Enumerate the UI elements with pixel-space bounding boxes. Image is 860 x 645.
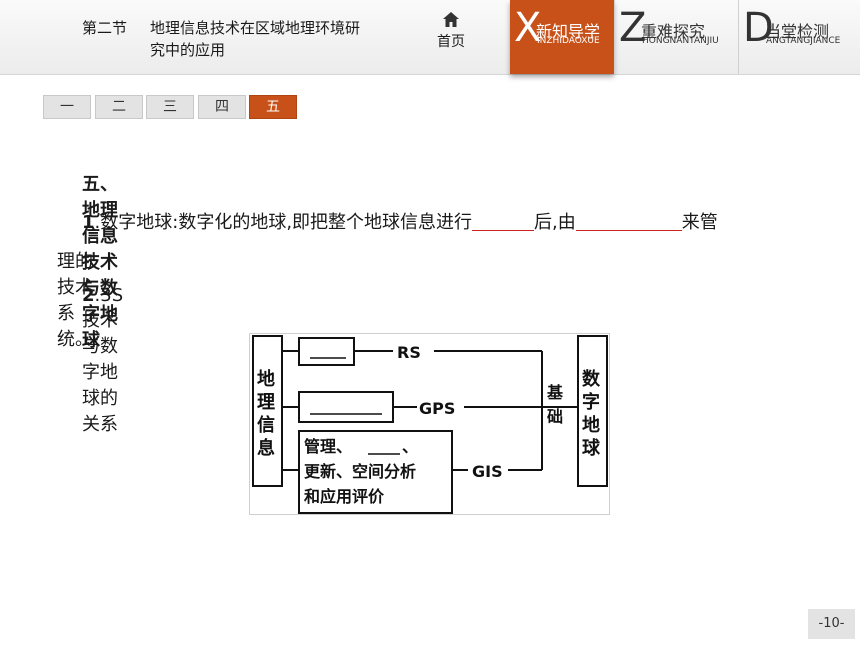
tab-new-knowledge[interactable]: X 新知导学 INZHIDAOXUE	[510, 0, 614, 74]
tab-label: 当堂检测	[765, 22, 830, 41]
section-tab-4[interactable]: 四	[198, 95, 246, 119]
left-box	[252, 335, 283, 487]
home-button[interactable]: 首页	[423, 8, 479, 68]
basis-label-1: 基	[546, 383, 564, 402]
tab-letter: D	[743, 5, 774, 51]
tab-key-difficulties[interactable]: Z 重难探究 HONGNANTANJIU	[614, 0, 738, 74]
tab-label: 重难探究	[641, 22, 706, 41]
left-label-1: 地	[257, 368, 275, 390]
item-1-line-1: 1.数字地球:数字化的地球,即把整个地球信息进行 后,由 来管	[82, 208, 718, 234]
fill-blank-1	[472, 212, 535, 231]
gis-label: GIS	[472, 462, 503, 481]
gps-box	[298, 391, 394, 423]
rs-box	[298, 337, 355, 366]
page-number: -10-	[808, 609, 855, 639]
right-label-2: 字	[582, 391, 600, 413]
left-label-4: 息	[257, 437, 275, 459]
item-1-text-c: 来管	[681, 212, 718, 233]
fill-blank-2	[575, 212, 682, 231]
section-tab-1[interactable]: 一	[43, 95, 91, 119]
tab-letter: X	[514, 5, 542, 51]
gis-box-line-1b: 、	[402, 437, 418, 456]
right-label-4: 球	[582, 438, 601, 459]
tab-pinyin: ANGTANGJIANCE	[766, 36, 841, 46]
left-label-2: 理	[257, 392, 275, 413]
item-1-text-a: .数字地球:数字化的地球,即把整个地球信息进行	[94, 212, 473, 233]
content-heading: 五、地理信息技术与数字地球	[82, 174, 118, 351]
home-label: 首页	[437, 34, 465, 50]
diagram-svg: 地 理 信 息 数 字 地 球 基 础 RS GPS GIS 管理、 、 更新、…	[252, 335, 608, 514]
gps-label: GPS	[419, 399, 455, 418]
item-2-text: .3S技术与数字地球的关系	[82, 285, 124, 435]
gis-box-line-3: 和应用评价	[304, 487, 385, 506]
tab-pinyin: HONGNANTANJIU	[642, 36, 719, 46]
tab-class-test[interactable]: D 当堂检测 ANGTANGJIANCE	[738, 0, 860, 74]
tab-letter: Z	[619, 5, 647, 51]
section-number: 第二节	[82, 19, 128, 37]
item-1-text-b: 后,由	[534, 212, 576, 233]
item-2-number: 2	[82, 285, 95, 306]
3s-relationship-diagram: 地 理 信 息 数 字 地 球 基 础 RS GPS GIS 管理、 、 更新、…	[249, 333, 610, 515]
section-tab-5[interactable]: 五	[249, 95, 297, 119]
gis-box-line-2: 更新、空间分析	[304, 462, 416, 481]
tab-label: 新知导学	[536, 22, 601, 41]
home-icon	[443, 12, 459, 27]
left-label-3: 信	[257, 414, 275, 436]
header-bar: 第二节 地理信息技术在区域地理环境研究中的应用 首页 X 新知导学 INZHID…	[0, 0, 860, 75]
basis-label-2: 础	[547, 407, 563, 426]
right-label-1: 数	[582, 368, 601, 390]
rs-label: RS	[397, 343, 421, 362]
gis-box-line-1a: 管理、	[304, 437, 352, 456]
section-tab-2[interactable]: 二	[95, 95, 143, 119]
item-1-line-2: 理的技术系统。	[57, 251, 93, 350]
gis-box	[298, 430, 453, 514]
section-title: 地理信息技术在区域地理环境研究中的应用	[150, 19, 361, 59]
item-1-number: 1	[82, 212, 95, 233]
section-tab-3[interactable]: 三	[146, 95, 194, 119]
tab-pinyin: INZHIDAOXUE	[537, 36, 600, 46]
right-box	[577, 335, 608, 487]
item-2: 2.3S技术与数字地球的关系	[82, 285, 123, 436]
right-label-3: 地	[582, 414, 600, 436]
